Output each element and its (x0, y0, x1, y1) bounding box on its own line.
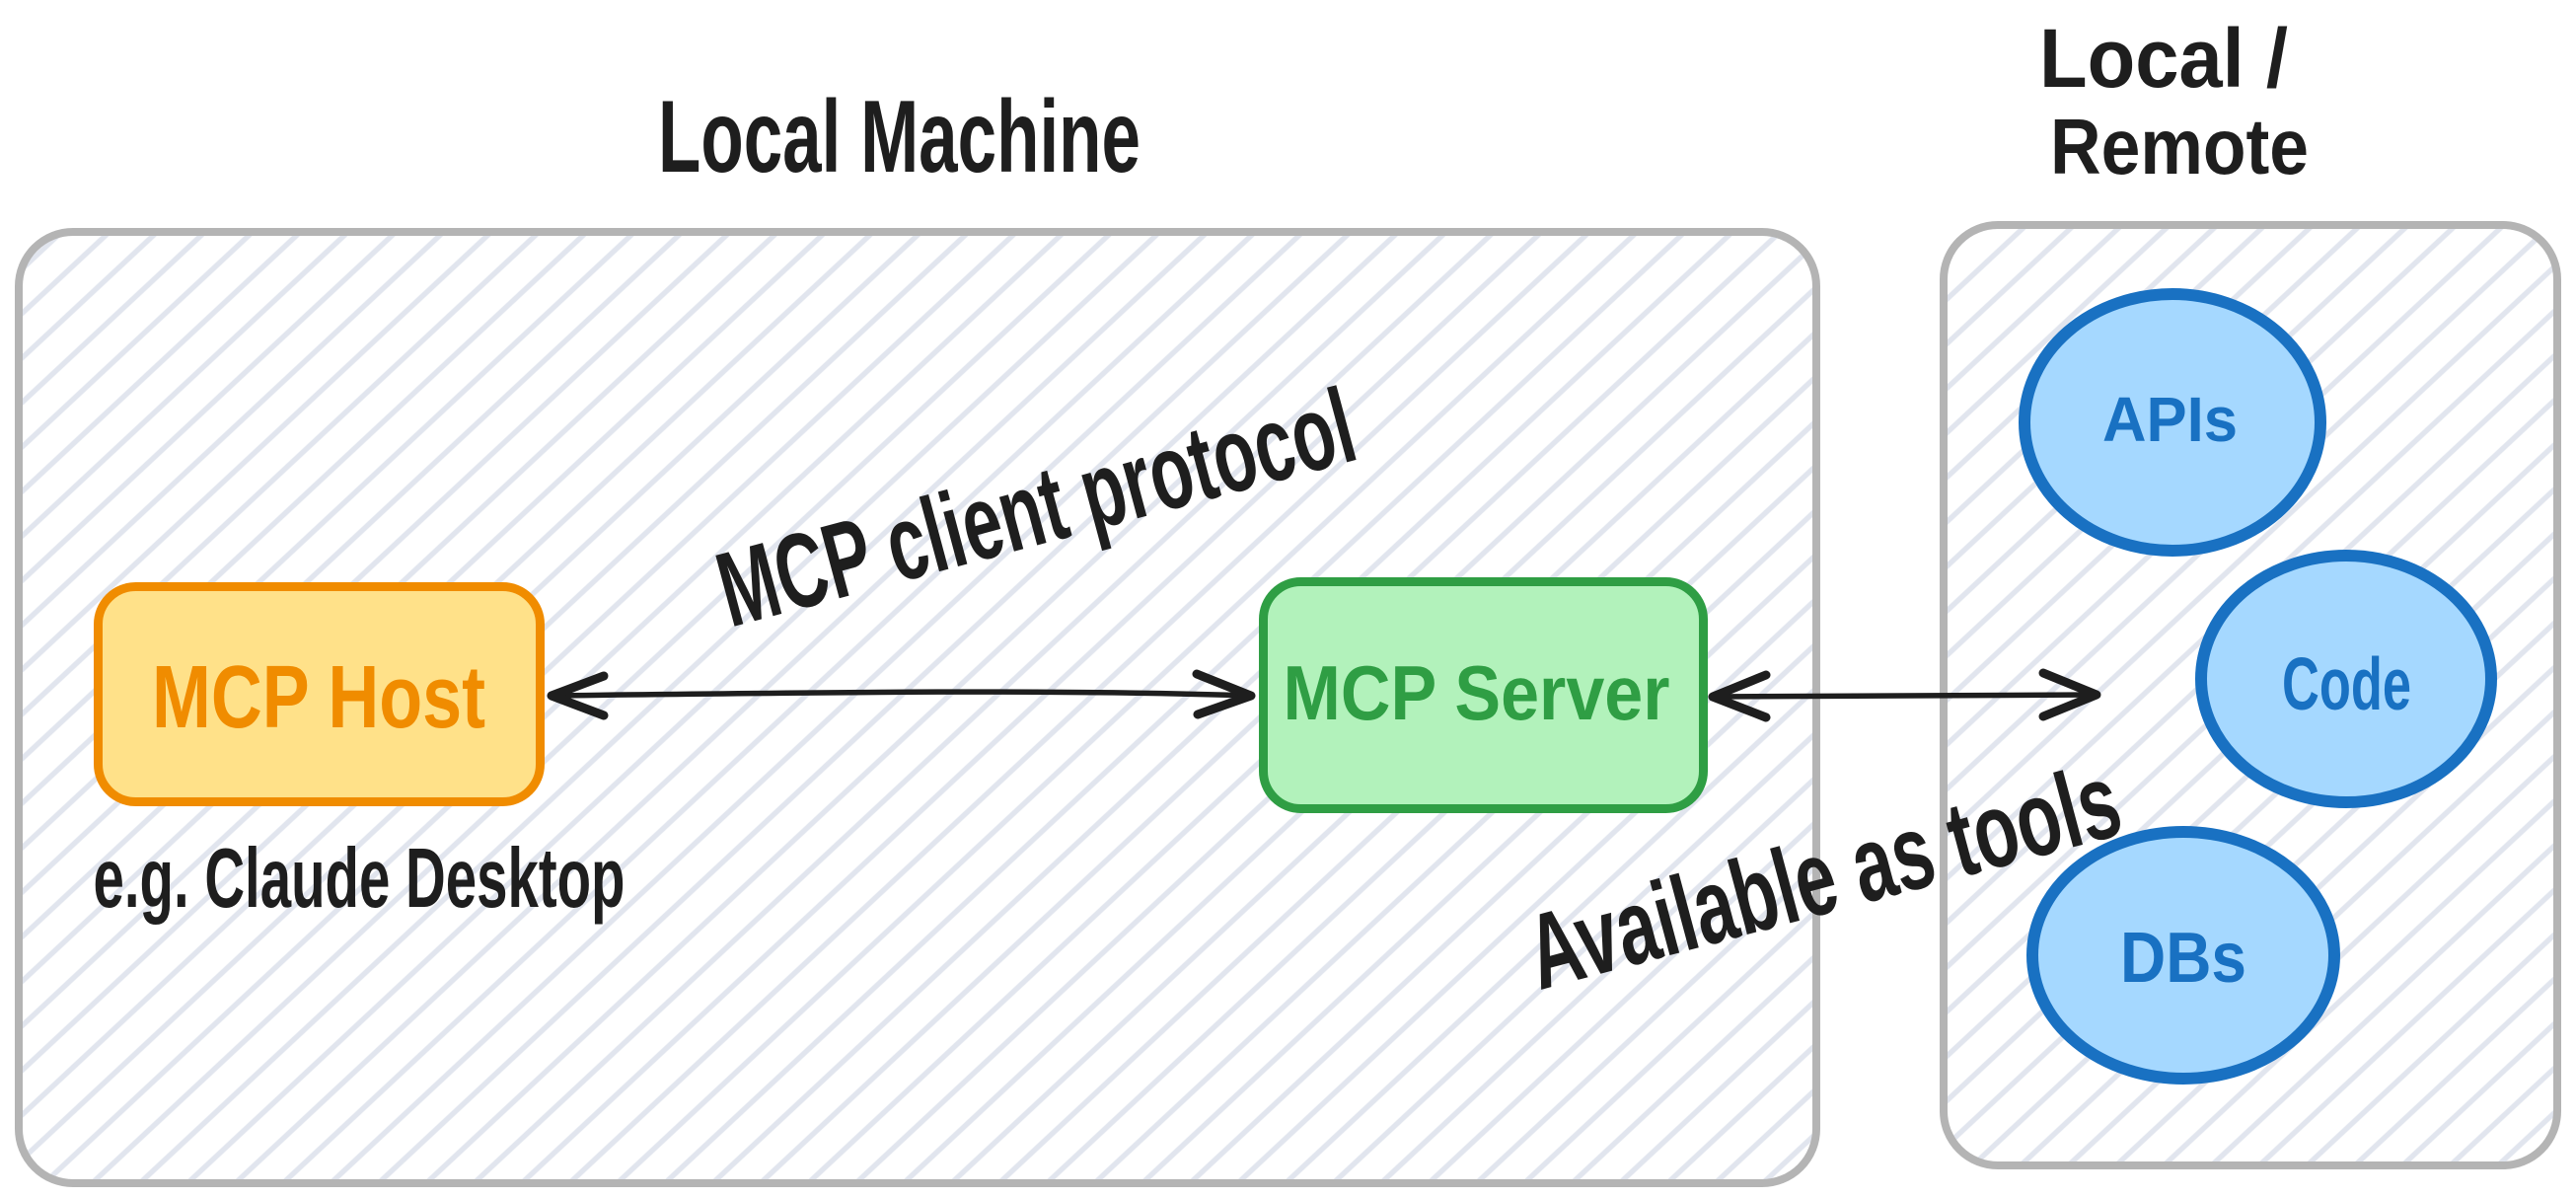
svg-text:Remote: Remote (2050, 103, 2309, 190)
svg-text:MCP Server: MCP Server (1284, 649, 1670, 736)
svg-text:APIs: APIs (2102, 384, 2238, 455)
svg-text:DBs: DBs (2120, 919, 2246, 998)
svg-text:Code: Code (2282, 642, 2411, 725)
svg-text:e.g. Claude Desktop: e.g. Claude Desktop (94, 832, 626, 926)
svg-text:MCP Host: MCP Host (152, 648, 485, 747)
svg-text:Local /: Local / (2039, 12, 2288, 105)
svg-text:Local Machine: Local Machine (658, 80, 1141, 194)
